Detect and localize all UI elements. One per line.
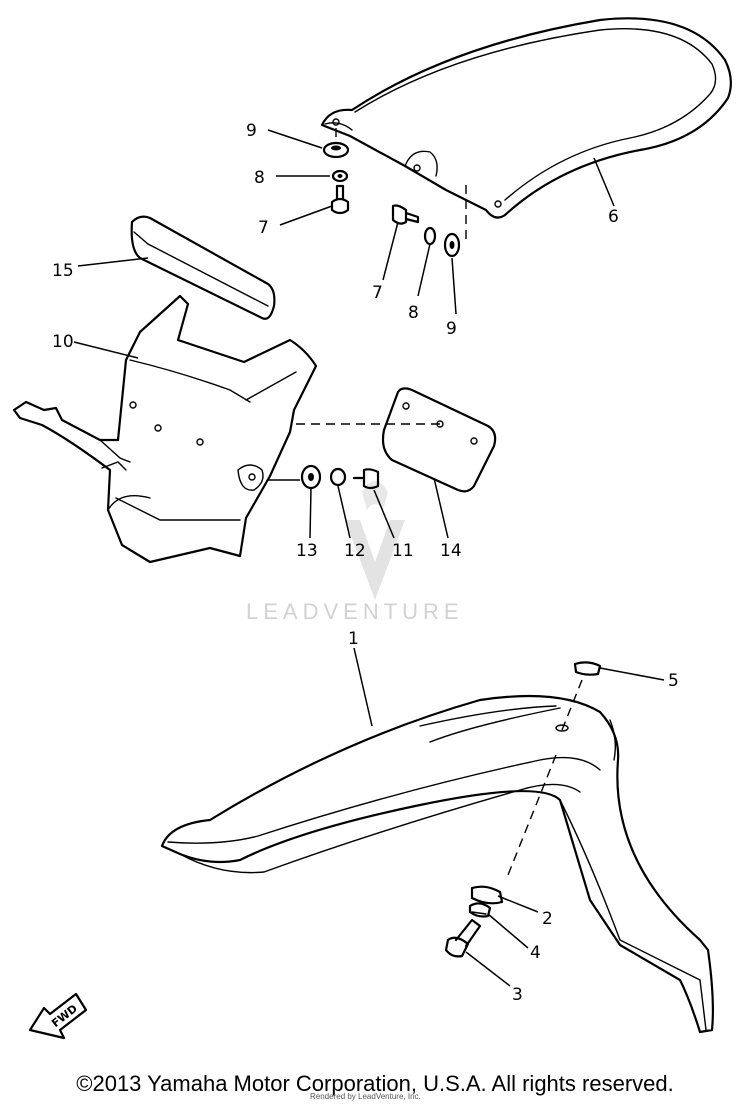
front-fender-part-1 (160, 679, 714, 1034)
callout-4: 4 (530, 943, 541, 963)
washer-part-4 (468, 902, 492, 918)
bolt-part-3 (444, 918, 482, 958)
callout-6: 6 (608, 207, 619, 227)
watermark-brand: LEADVENTURE (246, 599, 464, 624)
callout-9-lower: 9 (446, 319, 457, 339)
callout-1: 1 (348, 629, 359, 649)
pad-part-15 (130, 215, 276, 320)
washer-part-9-lower (443, 232, 461, 258)
number-plate-part-10 (12, 294, 440, 564)
rear-fender-part-6 (320, 17, 732, 240)
callout-2: 2 (542, 909, 553, 929)
washer-part-8-lower (423, 226, 437, 246)
nut-part-5 (573, 661, 602, 676)
callout-9-upper: 9 (246, 121, 257, 141)
fwd-arrow-icon: FWD (28, 992, 88, 1040)
bolt-part-7-lower (391, 204, 420, 225)
callout-leaders (73, 129, 665, 987)
screw-part-11 (352, 468, 380, 490)
bolt-part-7-upper (330, 184, 350, 215)
callout-15: 15 (52, 261, 74, 281)
callout-5: 5 (668, 671, 679, 691)
callout-13: 13 (296, 541, 318, 561)
callout-8-upper: 8 (254, 168, 265, 188)
rendered-by-credit: Rendered by LeadVenture, Inc. (310, 1092, 421, 1101)
callout-7-upper: 7 (258, 218, 269, 238)
callout-7-lower: 7 (372, 283, 383, 303)
callout-8-lower: 8 (408, 303, 419, 323)
callout-labels: 9 8 7 7 8 9 6 15 10 13 12 11 14 1 5 2 4 … (52, 121, 679, 1005)
leadventure-watermark-logo: LEADVENTURE (246, 481, 464, 624)
washer-part-12 (329, 467, 347, 487)
callout-14: 14 (440, 541, 462, 561)
washer-part-13 (300, 464, 322, 490)
callout-3: 3 (512, 985, 523, 1005)
copyright-notice: ©2013 Yamaha Motor Corporation, U.S.A. A… (76, 1071, 674, 1096)
collar-part-2 (470, 885, 504, 905)
callout-12: 12 (344, 541, 366, 561)
callout-11: 11 (392, 541, 414, 561)
plate-part-14 (381, 387, 497, 493)
washer-part-9-upper (322, 141, 350, 159)
callout-10: 10 (52, 332, 74, 352)
washer-part-8-upper (331, 169, 349, 183)
